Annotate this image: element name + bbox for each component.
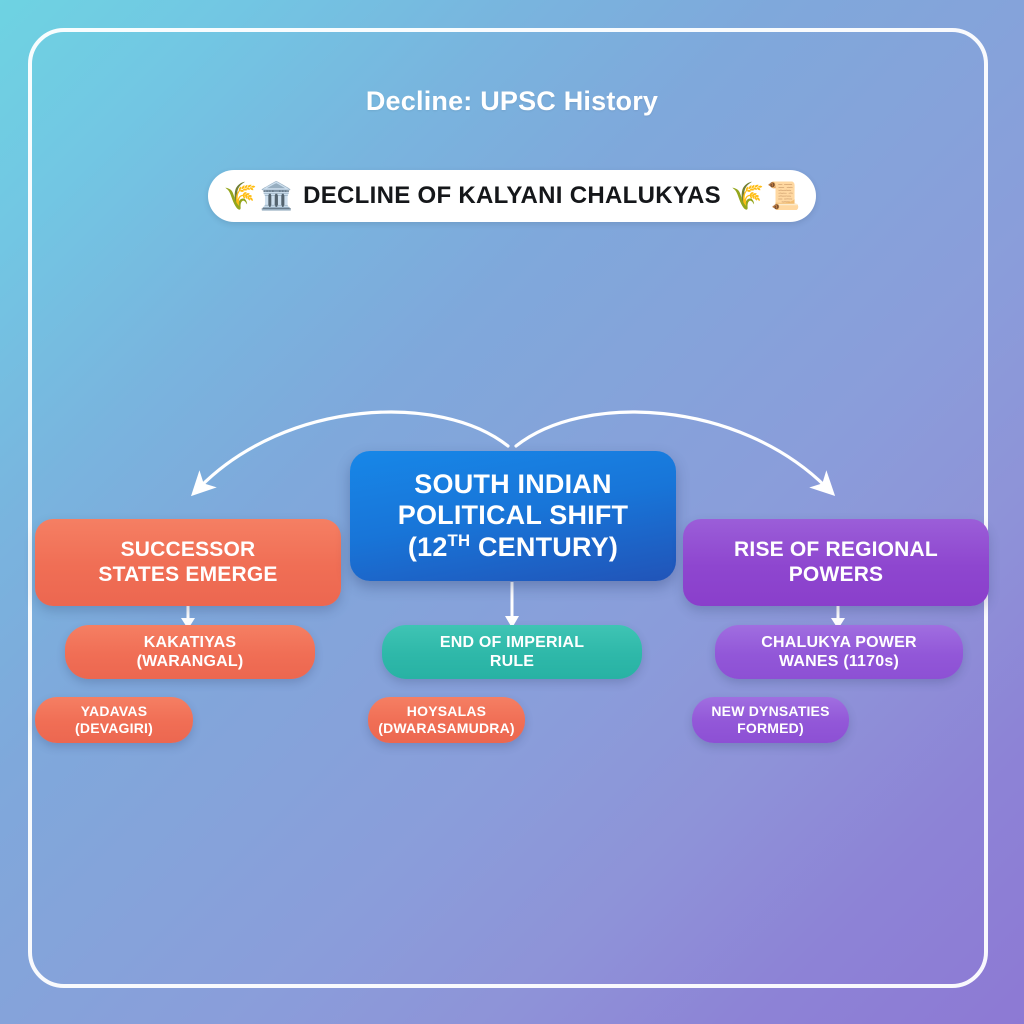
node-right-main-line1: RISE OF REGIONAL	[734, 537, 938, 561]
node-left-child-1-line2: (WARANGAL)	[136, 653, 244, 670]
node-right-child-1[interactable]: CHALUKYA POWER WANES (1170s)	[715, 625, 963, 679]
node-right-main[interactable]: RISE OF REGIONAL POWERS	[683, 519, 989, 606]
node-left-main[interactable]: SUCCESSOR STATES EMERGE	[35, 519, 341, 606]
node-left-child-2-line2: (DEVAGIRI)	[75, 720, 153, 736]
century-prefix: (12	[407, 531, 448, 562]
classical-building-laurel-icon: 🌾	[223, 180, 258, 211]
node-right-child-2-line1: NEW DYNSATIES	[711, 703, 830, 720]
node-center-child-1[interactable]: END OF IMPERIAL RULE	[382, 625, 642, 679]
node-right-child-1-line1: CHALUKYA POWER	[761, 633, 917, 651]
laurel-branch-icon: 🌾	[730, 180, 765, 211]
node-center-child-2-line2: (DWARASAMUDRA)	[378, 720, 515, 736]
node-left-main-line2: STATES EMERGE	[98, 562, 278, 586]
node-center-main-line3: (12TH CENTURY)	[398, 532, 629, 563]
node-center-child-1-line2: RULE	[489, 653, 535, 670]
node-right-main-line2: POWERS	[788, 562, 884, 586]
title-badge: 🌾 🏛️ DECLINE OF KALYANI CHALUKYAS 🌾 📜	[208, 170, 816, 222]
connector-center-main-to-child	[505, 582, 519, 628]
node-center-child-2[interactable]: HOYSALAS (DWARASAMUDRA)	[368, 697, 525, 743]
page-title: Decline: UPSC History	[365, 86, 659, 116]
node-left-child-2-line1: YADAVAS	[80, 703, 148, 720]
node-left-child-1-line1: KAKATIYAS	[143, 633, 237, 651]
node-left-child-2[interactable]: YADAVAS (DEVAGIRI)	[35, 697, 193, 743]
title-badge-label: DECLINE OF KALYANI CHALUKYAS	[303, 182, 721, 209]
node-right-child-2-line2: FORMED)	[737, 720, 804, 736]
node-center-main-line2: POLITICAL SHIFT	[397, 500, 629, 531]
scroll-icon: 📜	[766, 180, 801, 211]
node-center-child-2-line1: HOYSALAS	[406, 703, 487, 720]
century-ordinal-suffix: TH	[447, 530, 471, 550]
node-right-child-2[interactable]: NEW DYNSATIES FORMED)	[692, 697, 849, 743]
node-center-main-line1: SOUTH INDIAN	[414, 469, 612, 500]
century-postfix: CENTURY)	[470, 531, 619, 562]
node-right-child-1-line2: WANES (1170s)	[779, 653, 899, 670]
node-center-main[interactable]: SOUTH INDIAN POLITICAL SHIFT (12TH CENTU…	[350, 451, 676, 581]
node-center-child-1-line1: END OF IMPERIAL	[439, 633, 585, 651]
node-left-child-1[interactable]: KAKATIYAS (WARANGAL)	[65, 625, 315, 679]
bank-building-icon: 🏛️	[259, 180, 294, 211]
node-left-main-line1: SUCCESSOR	[120, 537, 256, 561]
